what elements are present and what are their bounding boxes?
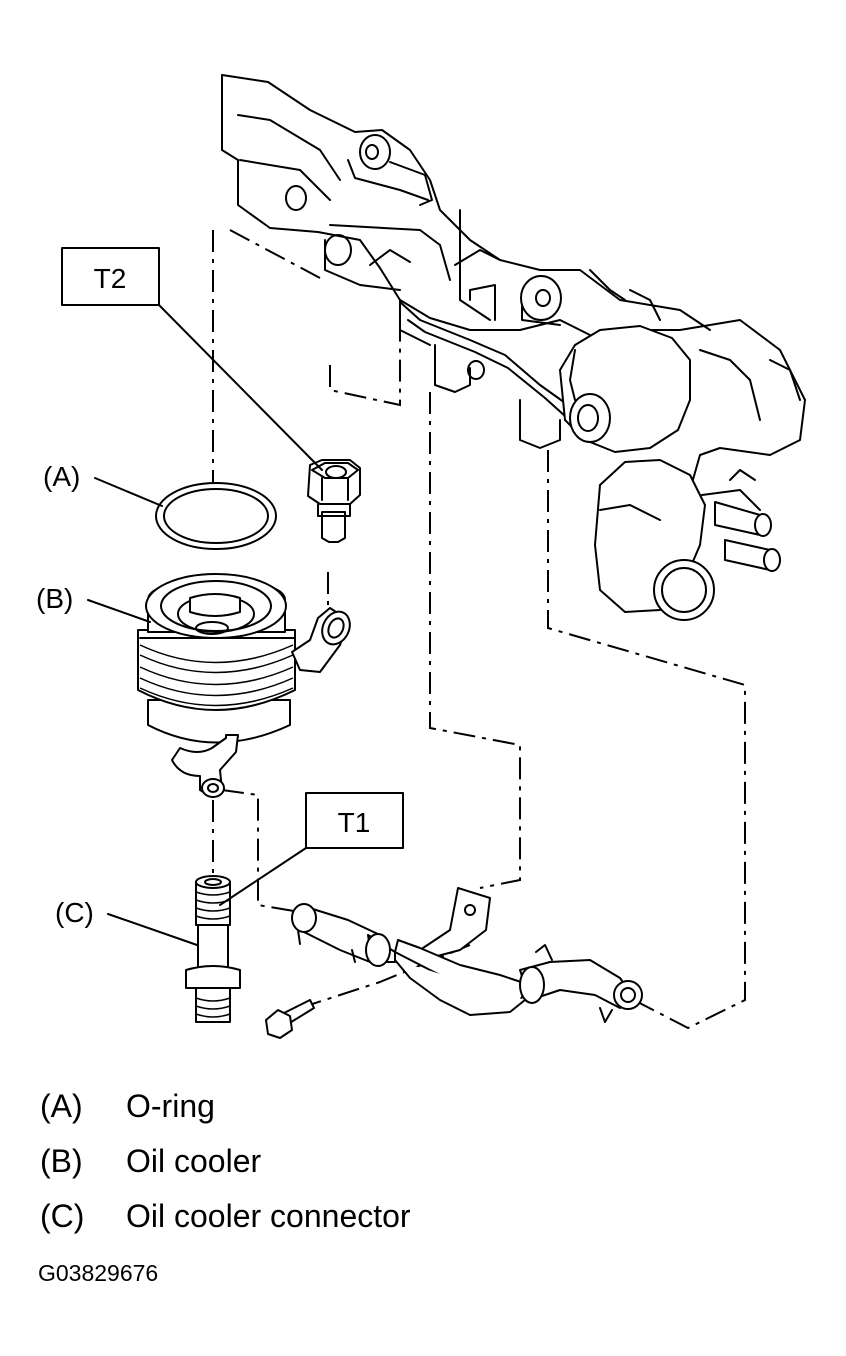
legend-text-c: Oil cooler connector [126,1198,411,1234]
callout-a-label: (A) [43,461,80,492]
figure-code: G03829676 [38,1260,159,1286]
callout-b-label: (B) [36,583,73,614]
callout-t1-label: T1 [338,807,371,838]
water-hose-assembly [291,887,643,1023]
callout-t1: T1 [219,792,404,906]
oil-cooler [137,573,351,798]
callout-a: (A) [43,461,163,507]
bracket-bolt [265,999,315,1039]
oil-cooler-exploded-diagram: T2 T1 (A) (B) (C) [36,74,806,1039]
legend-key-b: (B) [40,1143,83,1179]
legend-text-b: Oil cooler [126,1143,262,1179]
callout-t2-label: T2 [94,263,127,294]
center-lines [212,229,746,1030]
callout-c-label: (C) [55,897,94,928]
legend-text-a: O-ring [126,1088,215,1124]
callout-b: (B) [36,583,151,623]
legend-item-b: (B) Oil cooler [40,1143,261,1180]
engine-block [221,74,806,621]
callout-t2: T2 [61,247,323,471]
legend-key-a: (A) [40,1088,83,1124]
oil-cooler-connector [185,875,241,1023]
legend-item-c: (C) Oil cooler connector [40,1198,411,1235]
legend-key-c: (C) [40,1198,85,1234]
o-ring [155,482,277,550]
callout-c: (C) [55,897,198,946]
legend-item-a: (A) O-ring [40,1088,215,1125]
union-bolt [307,459,361,543]
